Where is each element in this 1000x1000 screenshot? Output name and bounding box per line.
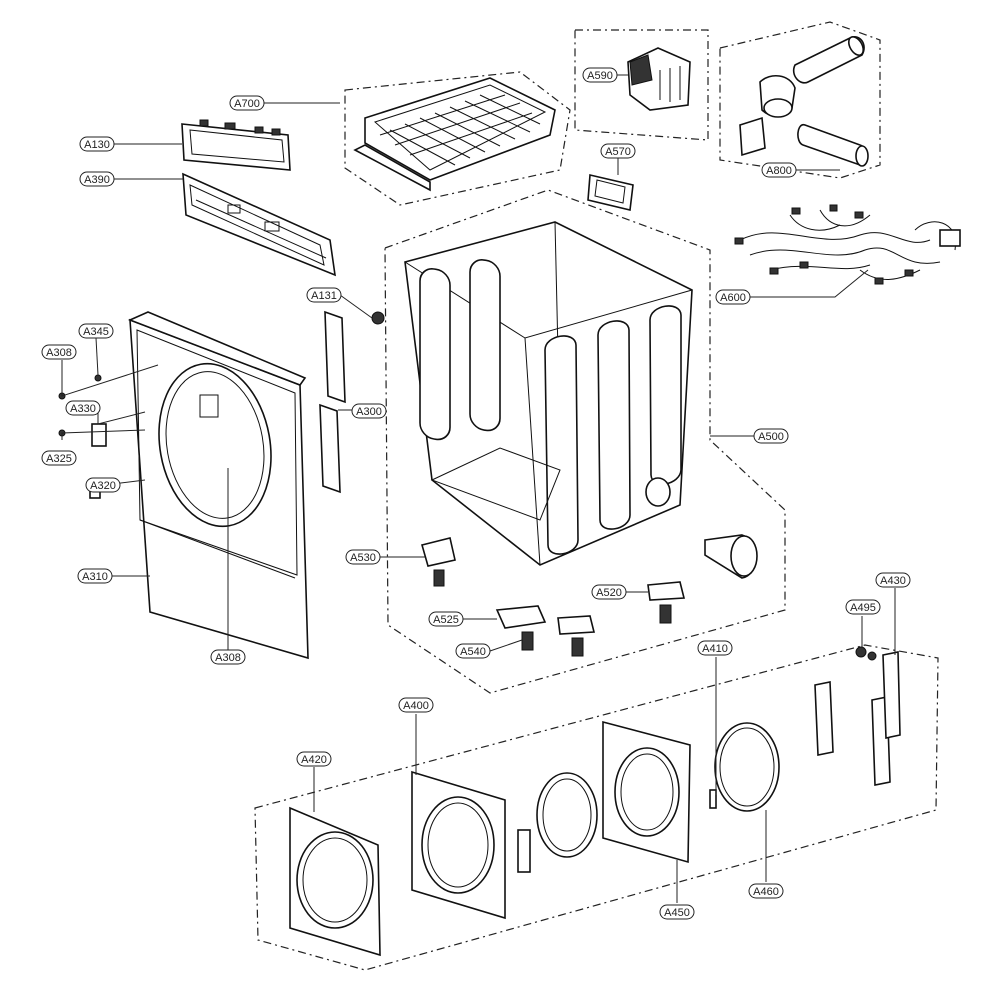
- callout-a345[interactable]: A345: [78, 323, 114, 339]
- svg-text:A600: A600: [720, 292, 746, 304]
- callout-a530[interactable]: A530: [345, 549, 381, 565]
- svg-text:A430: A430: [880, 575, 906, 587]
- callout-a520[interactable]: A520: [591, 584, 627, 600]
- callout-a390[interactable]: A390: [79, 171, 115, 187]
- callout-a130[interactable]: A130: [79, 136, 115, 152]
- leader-lines: [61, 74, 896, 903]
- callout-a540[interactable]: A540: [455, 643, 491, 659]
- callout-a495[interactable]: A495: [845, 599, 881, 615]
- callout-a320[interactable]: A320: [85, 477, 121, 493]
- svg-text:A320: A320: [90, 480, 116, 492]
- bracket-plate-part: [587, 174, 634, 211]
- svg-text:A800: A800: [766, 165, 792, 177]
- wire-harness-part: [734, 204, 961, 285]
- callout-a330[interactable]: A330: [65, 400, 101, 416]
- exhaust-outlet-part: [704, 534, 758, 579]
- svg-text:A590: A590: [587, 70, 613, 82]
- callout-a308-top[interactable]: A308: [41, 344, 77, 360]
- front-panel-part: [127, 311, 309, 660]
- control-panel-frame-part: [182, 172, 336, 277]
- svg-text:A570: A570: [605, 146, 631, 158]
- svg-text:A130: A130: [84, 139, 110, 151]
- svg-text:A308: A308: [215, 652, 241, 664]
- svg-text:A700: A700: [234, 98, 260, 110]
- door-gasket-part: [714, 722, 780, 812]
- svg-text:A410: A410: [702, 643, 728, 655]
- sensor-bracket-part: [627, 47, 691, 111]
- door-hinge-bracket-part: [814, 646, 901, 786]
- svg-text:A495: A495: [850, 602, 876, 614]
- leveling-feet-part: [421, 537, 686, 657]
- door-glass-ring-part: [536, 772, 598, 858]
- door-clip-part: [709, 789, 717, 809]
- svg-text:A345: A345: [83, 326, 109, 338]
- svg-text:A460: A460: [753, 886, 779, 898]
- group-box-lid-rack: [344, 71, 571, 206]
- door-handle-part: [517, 829, 531, 873]
- callout-a590[interactable]: A590: [582, 67, 618, 83]
- svg-text:A325: A325: [46, 453, 72, 465]
- callout-a600[interactable]: A600: [715, 289, 751, 305]
- callout-a430[interactable]: A430: [875, 572, 911, 588]
- svg-text:A530: A530: [350, 552, 376, 564]
- svg-text:A131: A131: [311, 290, 337, 302]
- callout-a500[interactable]: A500: [753, 428, 789, 444]
- group-box-door: [254, 644, 939, 971]
- group-box-drum-sensor: [574, 29, 709, 141]
- callout-a700[interactable]: A700: [229, 95, 265, 111]
- callout-a308-bottom[interactable]: A308: [210, 649, 246, 665]
- svg-text:A310: A310: [82, 571, 108, 583]
- callout-a420[interactable]: A420: [296, 751, 332, 767]
- callout-a800[interactable]: A800: [761, 162, 797, 178]
- control-board-part: [181, 119, 291, 171]
- inner-door-plate-part: [602, 720, 691, 864]
- svg-text:A400: A400: [403, 700, 429, 712]
- callout-a410[interactable]: A410: [697, 640, 733, 656]
- svg-text:A420: A420: [301, 754, 327, 766]
- svg-text:A308: A308: [46, 347, 72, 359]
- svg-text:A300: A300: [356, 406, 382, 418]
- callout-a400[interactable]: A400: [398, 697, 434, 713]
- svg-text:A540: A540: [460, 646, 486, 658]
- drying-rack-part: [353, 77, 556, 192]
- callout-a525[interactable]: A525: [428, 611, 464, 627]
- svg-text:A330: A330: [70, 403, 96, 415]
- callout-a310[interactable]: A310: [77, 568, 113, 584]
- svg-text:A500: A500: [758, 431, 784, 443]
- callout-a300[interactable]: A300: [351, 403, 387, 419]
- callout-a325[interactable]: A325: [41, 450, 77, 466]
- exhaust-duct-part: [739, 36, 869, 167]
- callout-a460[interactable]: A460: [748, 883, 784, 899]
- callout-a570[interactable]: A570: [600, 143, 636, 159]
- svg-text:A525: A525: [433, 614, 459, 626]
- callout-a450[interactable]: A450: [659, 904, 695, 920]
- group-box-duct: [719, 21, 881, 179]
- svg-text:A390: A390: [84, 174, 110, 186]
- side-bracket-part: [319, 310, 346, 494]
- cabinet-part: [371, 221, 693, 566]
- door-frame-part: [411, 770, 506, 920]
- callout-a131[interactable]: A131: [306, 287, 342, 303]
- outer-door-panel-part: [289, 806, 381, 957]
- callout-labels: A700 A130 A390 A590 A570 A800 A600 A131: [41, 67, 911, 920]
- svg-text:A520: A520: [596, 587, 622, 599]
- svg-text:A450: A450: [664, 907, 690, 919]
